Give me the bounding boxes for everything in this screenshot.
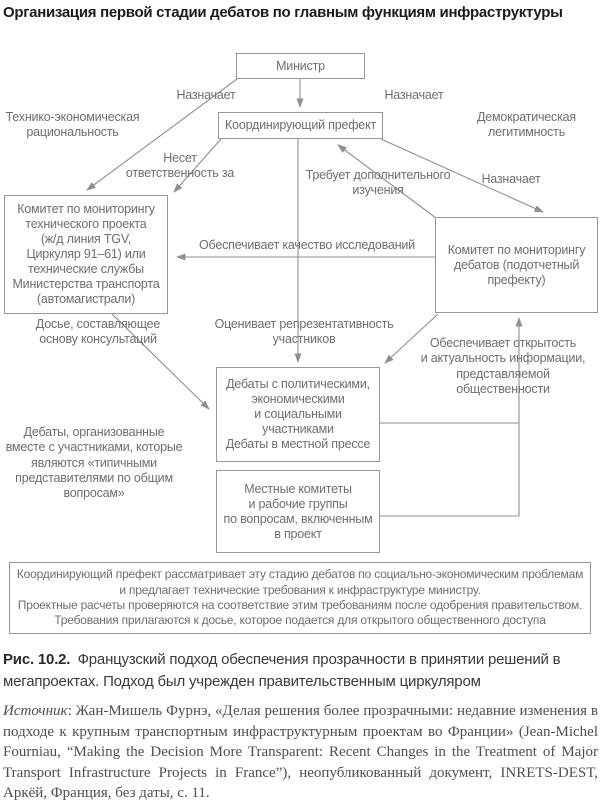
node-coordinating-prefect: Координирующий префект — [218, 112, 383, 139]
source-text: : Жан-Мишель Фурнэ, «Делая решения более… — [3, 703, 598, 802]
figure-caption: Рис. 10.2. Французский подход обеспечени… — [3, 649, 598, 693]
label-appoints-right: Назначает — [384, 88, 444, 102]
node-debate-monitoring-committee: Комитет по мониторингу дебатов (подотчет… — [435, 217, 598, 313]
arrow-dossier-to-debates — [111, 313, 210, 410]
figure-caption-text: Французский подход обеспечения прозрачно… — [3, 651, 561, 690]
node-local-committees: Местные комитеты и рабочие группы по воп… — [216, 470, 380, 553]
arrow-prefect-to-debate-committee — [380, 138, 544, 213]
arrow-committee-evaluates-debates — [384, 313, 439, 364]
node-tech-monitoring-committee: Комитет по мониторингу технического прое… — [4, 195, 168, 314]
arrow-debate-committee-to-prefect — [337, 144, 437, 219]
label-ensures-quality: Обеспечивает качество исследований — [199, 238, 415, 252]
node-bottom-note: Координирующий префект рассматривает эту… — [9, 562, 591, 634]
label-appoints-left: Назначает — [176, 88, 236, 102]
node-minister: Министр — [236, 53, 365, 79]
label-debates-side-note: Дебаты, организованные вместе с участник… — [5, 425, 183, 500]
figure-number: Рис. 10.2. — [3, 651, 71, 668]
label-responsible-for: Несет ответственность за — [125, 151, 235, 181]
node-debates: Дебаты с политическими, экономическими и… — [216, 367, 380, 462]
label-appoints-committee: Назначает — [481, 172, 541, 186]
arrow-minister-to-tech-committee — [86, 78, 238, 191]
figure-title: Организация первой стадии дебатов по гла… — [3, 4, 563, 21]
label-evaluates-participants: Оценивает репрезентативность участников — [214, 317, 394, 347]
arrow-feedback-to-committee — [380, 317, 523, 517]
label-technical-economic-rationality: Технико-экономическая рациональность — [5, 110, 140, 140]
label-democratic-legitimacy: Демократическая легитимность — [477, 110, 576, 140]
arrow-prefect-to-tech-committee — [173, 138, 222, 193]
label-requires-additional-study: Требует дополнительного изучения — [305, 168, 451, 198]
label-dossier: Досье, составляющее основу консультаций — [35, 317, 161, 347]
source-label: Источник — [3, 703, 68, 719]
label-ensures-openness: Обеспечивает открытость и актуальность и… — [420, 336, 586, 396]
figure-source: Источник: Жан-Мишель Фурнэ, «Делая решен… — [3, 701, 598, 804]
